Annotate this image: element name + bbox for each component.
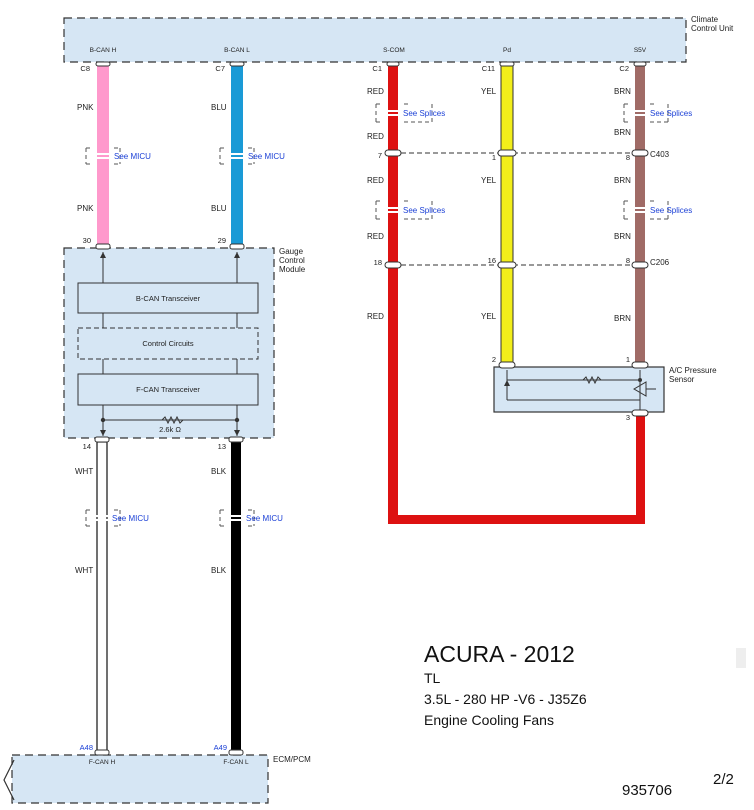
see-micu-link-blk[interactable]: See MICU (246, 514, 283, 523)
c206-label: C206 (650, 258, 670, 267)
document-id: 935706 (622, 782, 673, 799)
connector-c403: 7 1 8 C403 (378, 149, 670, 162)
resistor-label: 2.6k Ω (159, 425, 181, 434)
caption-make: ACURA - 2012 (424, 641, 575, 667)
wire-label-yel-1: YEL (481, 87, 497, 96)
f-can-transceiver-label: F-CAN Transceiver (136, 385, 200, 394)
ecm-pcm: ECM/PCM A48 A49 F-CAN H F-CAN L (3, 743, 311, 804)
c403-label: C403 (650, 150, 670, 159)
control-circuits (77, 327, 259, 360)
pin-label-b-can-h: B-CAN H (90, 47, 117, 54)
b-can-transceiver-label: B-CAN Transceiver (136, 294, 201, 303)
wire-label-red-3: RED (367, 176, 384, 185)
wire-label-brn-2: BRN (614, 128, 631, 137)
gauge-pin-13: 13 (218, 442, 226, 451)
wire-label-blk-upper: BLK (211, 467, 227, 476)
c206-pin-18: 18 (374, 258, 382, 267)
ecm-pin-a48: A48 (80, 743, 93, 752)
b-can-transceiver (77, 282, 259, 314)
f-can-transceiver (77, 373, 259, 406)
pin-label-s5v: S5V (634, 47, 647, 54)
pin-num-c11: C11 (482, 64, 495, 73)
gauge-pin-29: 29 (218, 236, 226, 245)
sensor-pin-3: 3 (626, 413, 630, 422)
wire-red-return (388, 515, 645, 524)
ecm-pin-label-f-can-h: F-CAN H (89, 759, 116, 766)
wire-wht (96, 441, 108, 753)
wire-label-red-4: RED (367, 232, 384, 241)
wire-label-pnk-upper: PNK (77, 103, 94, 112)
wire-label-brn-5: BRN (614, 314, 631, 323)
pin-num-c1: C1 (372, 64, 382, 73)
control-circuits-label: Control Circuits (142, 339, 194, 348)
c206-pin-16: 16 (488, 256, 496, 265)
gauge-pin-30: 30 (83, 236, 91, 245)
wire-label-wht-upper: WHT (75, 467, 93, 476)
pin-label-pd: Pd (503, 47, 511, 54)
gauge-pin-14: 14 (83, 442, 91, 451)
page-number: 2/2 (713, 771, 734, 788)
pin-num-c7: C7 (215, 64, 225, 73)
pin-num-c2: C2 (619, 64, 629, 73)
wire-blk (231, 442, 241, 752)
pin-label-s-com: S-COM (383, 47, 405, 54)
see-micu-link-blu[interactable]: See MICU (248, 152, 285, 161)
ecm-pin-a49: A49 (214, 743, 227, 752)
wire-label-blu-upper: BLU (211, 103, 227, 112)
c403-pin-1: 1 (492, 153, 496, 162)
see-micu-link-wht[interactable]: See MICU (112, 514, 149, 523)
see-micu-link-pnk[interactable]: See MICU (114, 152, 151, 161)
see-splices-link-brn-1[interactable]: See Splices (650, 109, 692, 118)
wire-label-brn-3: BRN (614, 176, 631, 185)
see-splices-link-brn-2[interactable]: See Splices (650, 206, 692, 215)
wire-label-blu-lower: BLU (211, 204, 227, 213)
c403-pin-8: 8 (626, 153, 630, 162)
caption-system: Engine Cooling Fans (424, 712, 554, 728)
wire-label-yel-3: YEL (481, 312, 497, 321)
wire-yel (500, 63, 514, 365)
wire-label-red-2: RED (367, 132, 384, 141)
wire-red (388, 64, 398, 522)
see-splices-link-red-2[interactable]: See Splices (403, 206, 445, 215)
ecm-pcm-label: ECM/PCM (273, 755, 311, 764)
pin-num-c8: C8 (80, 64, 90, 73)
sensor-pin-1: 1 (626, 355, 630, 364)
wire-label-brn-1: BRN (614, 87, 631, 96)
wire-label-wht-lower: WHT (75, 566, 93, 575)
c206-pin-8: 8 (626, 256, 630, 265)
wire-label-blk-lower: BLK (211, 566, 227, 575)
caption-engine: 3.5L - 280 HP -V6 - J35Z6 (424, 691, 587, 707)
caption-model: TL (424, 670, 441, 686)
ecm-pin-label-f-can-l: F-CAN L (223, 759, 249, 766)
pin-label-b-can-l: B-CAN L (224, 47, 250, 54)
c403-pin-7: 7 (378, 151, 382, 160)
wire-label-yel-2: YEL (481, 176, 497, 185)
wire-red-sensor (636, 412, 645, 524)
connector-c206: 18 16 8 C206 (374, 256, 670, 269)
scroll-marker (736, 648, 746, 668)
wire-label-brn-4: BRN (614, 232, 631, 241)
wire-label-red-5: RED (367, 312, 384, 321)
wire-label-pnk-lower: PNK (77, 204, 94, 213)
sensor-pin-2: 2 (492, 355, 496, 364)
wire-brn (635, 64, 645, 364)
see-splices-link-red-1[interactable]: See Splices (403, 109, 445, 118)
wire-label-red-1: RED (367, 87, 384, 96)
